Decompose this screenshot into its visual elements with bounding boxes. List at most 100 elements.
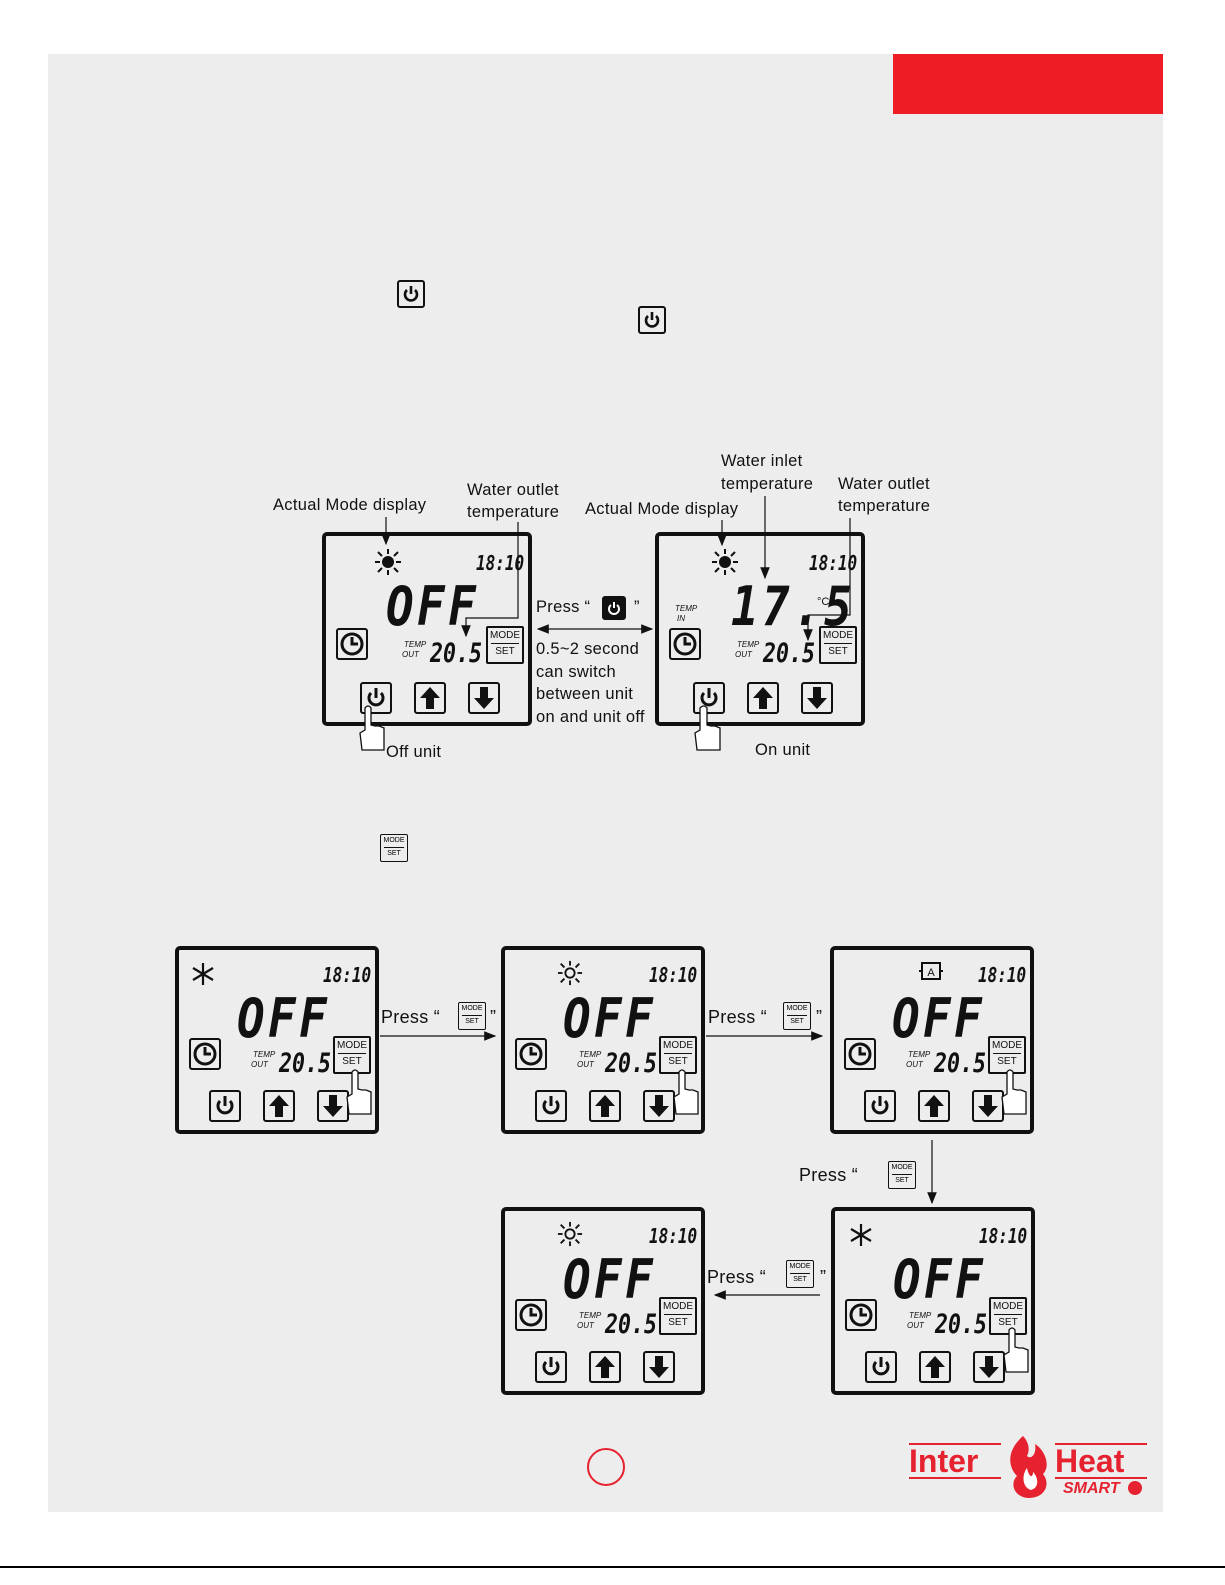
timer-button[interactable] [515, 1299, 547, 1331]
section-tab [893, 54, 1163, 114]
power-icon [602, 596, 626, 620]
clock-readout: 18:10 [979, 1224, 1028, 1248]
bottom-rule [0, 1566, 1225, 1568]
power-button[interactable] [360, 682, 392, 714]
switch-text-1: 0.5~2 second [536, 640, 640, 658]
press-mode-label-3: Press “ [799, 1165, 859, 1185]
press-mode-label-4: Press “ [707, 1267, 767, 1287]
off-unit-label: Off unit [386, 743, 442, 761]
off-readout: OFF [893, 1248, 987, 1311]
timer-button[interactable] [845, 1299, 877, 1331]
power-icon [638, 306, 666, 334]
press-mode-close-2: ” [816, 1007, 823, 1027]
clock-readout: 18:10 [649, 963, 698, 987]
press-mode-close-4: ” [820, 1267, 827, 1287]
up-button[interactable] [589, 1351, 621, 1383]
temp-label: TEMP [253, 1050, 276, 1059]
switch-text-3: between unit [536, 685, 634, 703]
sun-icon [557, 960, 583, 986]
down-button[interactable] [643, 1351, 675, 1383]
water-outlet-label-right-2: temperature [838, 497, 931, 515]
out-label: OUT [402, 650, 419, 659]
up-button[interactable] [589, 1090, 621, 1122]
up-button[interactable] [919, 1351, 951, 1383]
timer-button[interactable] [189, 1038, 221, 1070]
press-mode-label-1: Press “ [381, 1007, 441, 1027]
power-button[interactable] [865, 1351, 897, 1383]
clock-readout: 18:10 [476, 551, 525, 575]
sun-icon [375, 549, 401, 575]
actual-mode-label-right: Actual Mode display [585, 500, 739, 518]
logo-word-right: Heat [1055, 1443, 1125, 1479]
power-button[interactable] [209, 1090, 241, 1122]
off-readout: OFF [563, 1248, 657, 1311]
power-icon [397, 280, 425, 308]
down-button[interactable] [468, 682, 500, 714]
press-mode-close-1: ” [490, 1007, 497, 1027]
off-readout: OFF [237, 987, 331, 1050]
off-readout: OFF [386, 575, 480, 638]
down-button[interactable] [801, 682, 833, 714]
sun-icon [712, 549, 738, 575]
outlet-temp-readout: 20.5 [763, 638, 816, 669]
temp-label: TEMP [675, 604, 698, 613]
outlet-temp-readout: 20.5 [935, 1309, 988, 1340]
press-mode-label-2: Press “ [708, 1007, 768, 1027]
timer-button[interactable] [515, 1038, 547, 1070]
down-button[interactable] [643, 1090, 675, 1122]
sun-icon [557, 1221, 583, 1247]
on-unit-label: On unit [755, 741, 811, 759]
lcd-on-unit: 18:10 TEMP IN 17.5 °C TEMP OUT 20.5 MODE… [655, 532, 865, 726]
water-outlet-label-right: Water outlet [838, 475, 930, 493]
out-label: OUT [577, 1321, 594, 1330]
outlet-temp-readout: 20.5 [605, 1309, 658, 1340]
clock-readout: 18:10 [649, 1224, 698, 1248]
power-button[interactable] [535, 1090, 567, 1122]
switch-text-2: can switch [536, 663, 617, 681]
down-button[interactable] [973, 1351, 1005, 1383]
temp-label: TEMP [579, 1311, 602, 1320]
snowflake-icon [850, 1224, 872, 1246]
down-button[interactable] [317, 1090, 349, 1122]
snowflake-icon [192, 963, 214, 985]
timer-button[interactable] [844, 1038, 876, 1070]
timer-button[interactable] [336, 628, 368, 660]
actual-mode-label-left: Actual Mode display [273, 496, 427, 514]
power-button[interactable] [535, 1351, 567, 1383]
power-button[interactable] [864, 1090, 896, 1122]
press-power-close: ” [634, 598, 640, 616]
timer-button[interactable] [669, 628, 701, 660]
page-number-badge [587, 1448, 625, 1486]
clock-readout: 18:10 [323, 963, 372, 987]
out-label: OUT [907, 1321, 924, 1330]
out-label: OUT [251, 1060, 268, 1069]
up-button[interactable] [263, 1090, 295, 1122]
water-inlet-label: Water inlet [721, 452, 803, 470]
temp-label: TEMP [404, 640, 427, 649]
in-label: IN [677, 614, 685, 623]
off-readout: OFF [892, 987, 986, 1050]
up-button[interactable] [918, 1090, 950, 1122]
water-inlet-label-2: temperature [721, 475, 814, 493]
svg-text:A: A [927, 967, 935, 979]
out-label: OUT [906, 1060, 923, 1069]
down-button[interactable] [972, 1090, 1004, 1122]
up-button[interactable] [414, 682, 446, 714]
up-button[interactable] [747, 682, 779, 714]
power-button[interactable] [693, 682, 725, 714]
outlet-temp-readout: 20.5 [279, 1048, 332, 1079]
press-power-label: Press “ [536, 598, 591, 616]
outlet-temp-readout: 20.5 [430, 638, 483, 669]
